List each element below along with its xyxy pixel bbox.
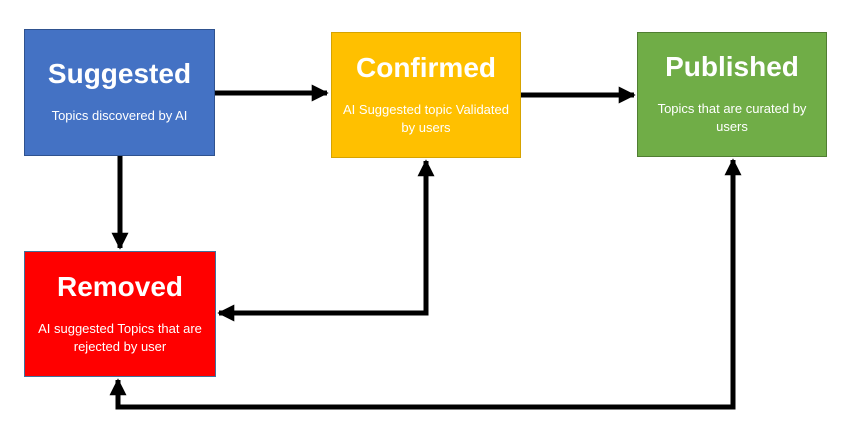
node-published-subtitle: Topics that are curated by users — [657, 101, 807, 134]
node-confirmed-title: Confirmed — [356, 51, 496, 83]
node-removed: Removed AI suggested Topics that are rej… — [24, 251, 216, 377]
node-published-title: Published — [665, 51, 799, 83]
node-confirmed: Confirmed AI Suggested topic Validated b… — [331, 32, 521, 158]
node-confirmed-subtitle: AI Suggested topic Validated by users — [343, 101, 509, 135]
node-suggested-subtitle: Topics discovered by AI — [51, 108, 188, 124]
node-suggested-title: Suggested — [47, 58, 192, 90]
node-removed-title: Removed — [56, 270, 184, 302]
edge-published-removed-bidirectional — [109, 158, 742, 410]
node-published: Published Topics that are curated by use… — [637, 32, 827, 157]
node-suggested: Suggested Topics discovered by AI — [24, 29, 215, 156]
node-removed-subtitle: AI suggested Topics that are rejected by… — [38, 320, 202, 354]
edge-confirmed-removed-bidirectional — [217, 159, 435, 322]
